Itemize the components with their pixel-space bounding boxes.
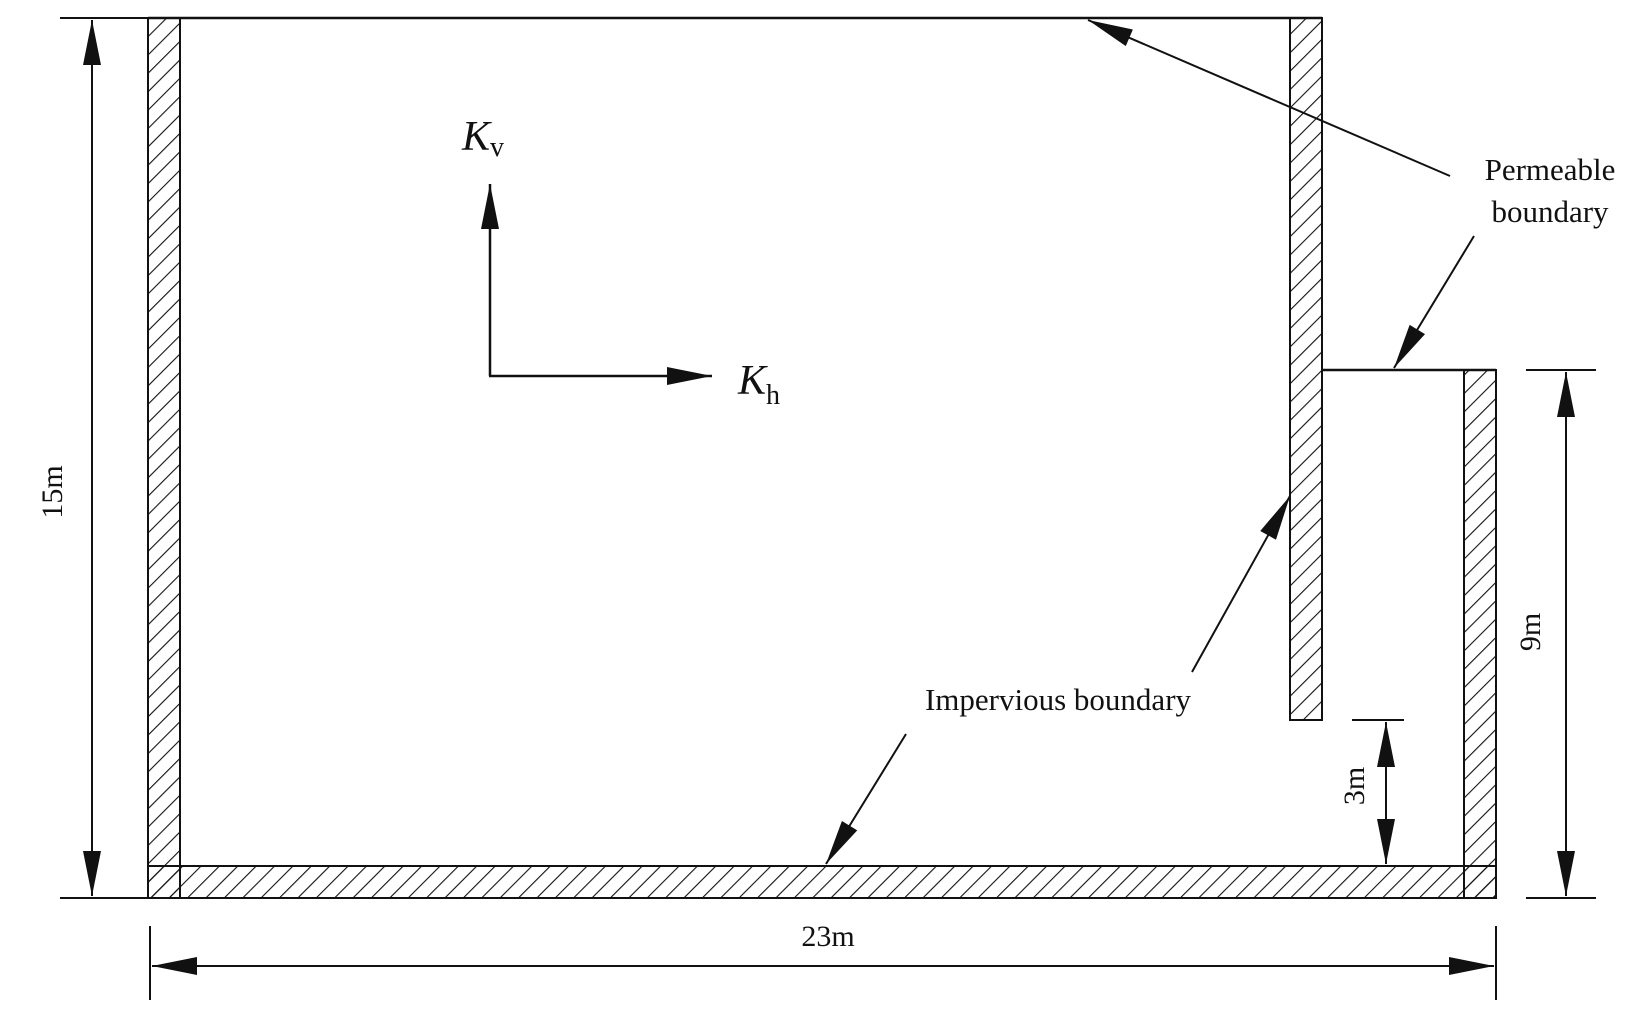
dimension-label-3m: 3m bbox=[1338, 767, 1371, 805]
permeable-leader-right bbox=[1393, 235, 1475, 369]
dimension-23m bbox=[149, 926, 1497, 1000]
dimension-label-15m: 15m bbox=[36, 465, 69, 518]
left-impervious-wall bbox=[147, 17, 181, 899]
dimension-9m bbox=[1526, 369, 1596, 899]
dimension-label-9m: 9m bbox=[1514, 613, 1547, 651]
impervious-leader-pile bbox=[1191, 495, 1291, 673]
kh-axis-label: Kh bbox=[737, 358, 780, 411]
impervious-leader-bottom bbox=[825, 733, 907, 865]
permeable-label-line1: Permeable bbox=[1485, 152, 1616, 187]
impervious-label: Impervious boundary bbox=[925, 682, 1192, 717]
dimension-label-23m: 23m bbox=[801, 920, 854, 953]
kv-axis-label: Kv bbox=[461, 114, 504, 163]
permeable-leader-top bbox=[1087, 19, 1451, 177]
right-impervious-wall bbox=[1463, 369, 1497, 899]
bottom-impervious-wall bbox=[147, 865, 1497, 899]
permeable-label-line2: boundary bbox=[1491, 194, 1609, 229]
sheet-pile-wall bbox=[1289, 17, 1323, 721]
permeability-axes bbox=[481, 184, 712, 385]
dimension-15m bbox=[60, 17, 148, 899]
walls bbox=[147, 17, 1497, 899]
dimension-3m bbox=[1352, 719, 1404, 864]
